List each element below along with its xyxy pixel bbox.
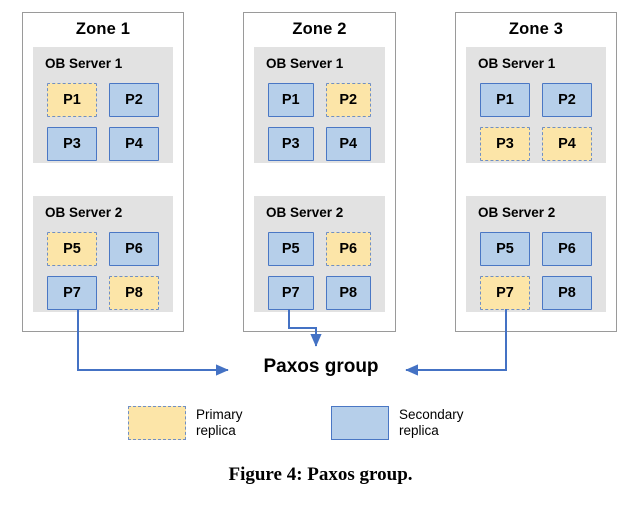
replica-box: P2 <box>542 83 592 117</box>
replica-box: P8 <box>325 276 371 310</box>
replica-box: P5 <box>268 232 314 266</box>
replica-box: P8 <box>109 276 159 310</box>
zone-1-server-2-replicas: P5 P6 P7 P8 <box>47 232 159 310</box>
replica-box: P2 <box>325 83 371 117</box>
zone-2-server-2-title: OB Server 2 <box>266 205 344 220</box>
zone-2-title: Zone 2 <box>292 20 347 38</box>
paxos-group-label: Paxos group <box>263 356 379 377</box>
zone-3-server-2-replicas: P5 P6 P7 P8 <box>480 232 592 310</box>
replica-box: P7 <box>480 276 530 310</box>
zone-3-server-2-title: OB Server 2 <box>478 205 556 220</box>
legend-item-primary: Primary replica <box>128 406 243 440</box>
zone-2-server-2-replicas: P5 P6 P7 P8 <box>268 232 371 310</box>
replica-box: P5 <box>480 232 530 266</box>
zone-3-server-2-panel: OB Server 2 P5 P6 P7 P8 <box>466 196 606 312</box>
replica-box: P3 <box>47 127 97 161</box>
zone-2-container: Zone 2 OB Server 1 P1 P2 P3 P4 OB Server… <box>243 12 396 332</box>
replica-box: P3 <box>480 127 530 161</box>
zone-1-server-1-replicas: P1 P2 P3 P4 <box>47 83 159 161</box>
legend-label-primary: Primary replica <box>196 406 243 438</box>
legend-label-secondary: Secondary replica <box>399 406 464 438</box>
replica-box: P8 <box>542 276 592 310</box>
replica-box: P2 <box>109 83 159 117</box>
replica-box: P7 <box>47 276 97 310</box>
replica-box: P4 <box>109 127 159 161</box>
replica-box: P6 <box>542 232 592 266</box>
zone-1-container: Zone 1 OB Server 1 P1 P2 P3 P4 OB Server… <box>22 12 184 332</box>
replica-box: P3 <box>268 127 314 161</box>
zone-3-server-1-title: OB Server 1 <box>478 56 556 71</box>
zone-3-title: Zone 3 <box>508 20 564 38</box>
primary-replica-swatch <box>128 406 186 440</box>
replica-box: P1 <box>47 83 97 117</box>
zone-1-server-1-title: OB Server 1 <box>45 56 123 71</box>
replica-box: P1 <box>480 83 530 117</box>
zone-1-server-2-title: OB Server 2 <box>45 205 123 220</box>
zone-2-server-1-title: OB Server 1 <box>266 56 344 71</box>
replica-box: P1 <box>268 83 314 117</box>
replica-box: P5 <box>47 232 97 266</box>
zone-2-server-1-panel: OB Server 1 P1 P2 P3 P4 <box>254 47 385 163</box>
zone-2-server-1-replicas: P1 P2 P3 P4 <box>268 83 371 161</box>
zone-1-server-2-panel: OB Server 2 P5 P6 P7 P8 <box>33 196 173 312</box>
replica-box: P4 <box>542 127 592 161</box>
zone-3-server-1-panel: OB Server 1 P1 P2 P3 P4 <box>466 47 606 163</box>
zone-1-title: Zone 1 <box>75 20 131 38</box>
replica-box: P4 <box>325 127 371 161</box>
zone-3-container: Zone 3 OB Server 1 P1 P2 P3 P4 OB Server… <box>455 12 617 332</box>
zone-3-server-1-replicas: P1 P2 P3 P4 <box>480 83 592 161</box>
replica-box: P6 <box>109 232 159 266</box>
zone-2-server-2-panel: OB Server 2 P5 P6 P7 P8 <box>254 196 385 312</box>
replica-box: P6 <box>325 232 371 266</box>
replica-box: P7 <box>268 276 314 310</box>
figure-caption: Figure 4: Paxos group. <box>228 464 413 485</box>
zone-1-server-1-panel: OB Server 1 P1 P2 P3 P4 <box>33 47 173 163</box>
legend: Primary replica Secondary replica <box>128 406 518 454</box>
secondary-replica-swatch <box>331 406 389 440</box>
legend-item-secondary: Secondary replica <box>331 406 464 440</box>
